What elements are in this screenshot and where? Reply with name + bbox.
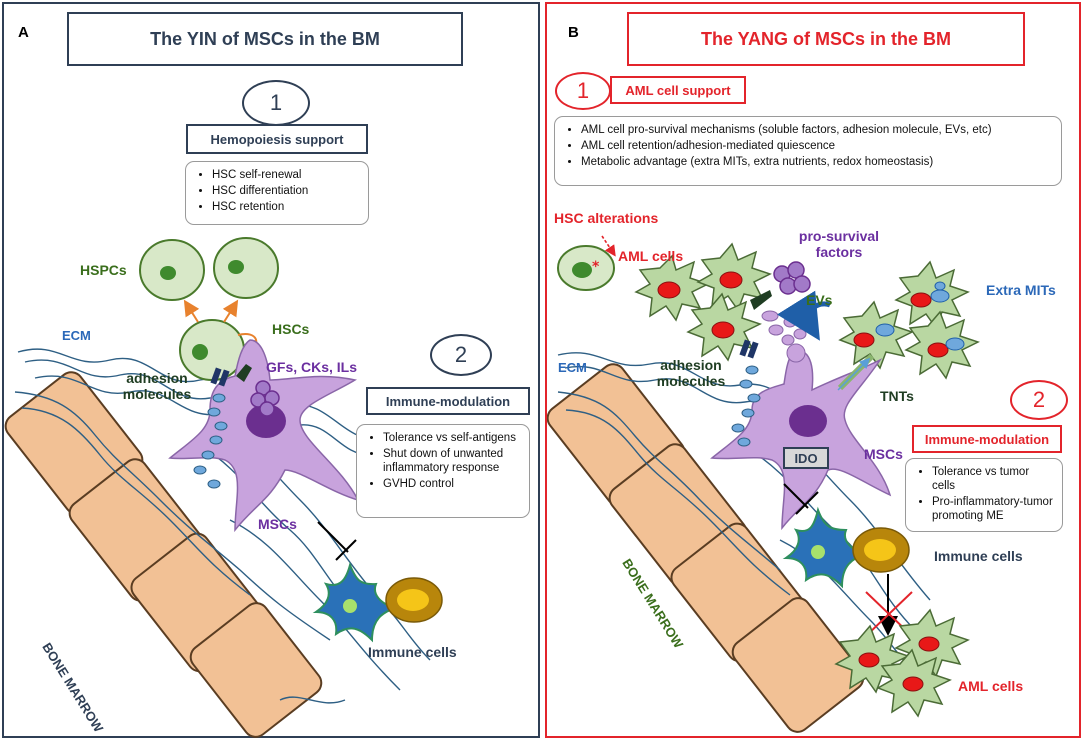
msc-cell-b [710,343,892,531]
list-item: AML cell pro-survival mechanisms (solubl… [581,123,1053,137]
list-item: HSC differentiation [212,184,360,198]
inhibition-symbol-b [783,483,819,515]
bone-block [189,602,323,738]
adhesion-molecules-a [193,364,280,489]
panel-b-title: The YANG of MSCs in the BM [627,12,1025,66]
ev-transfer-arrow [777,290,831,341]
label-immune-cells-a: Immune cells [368,644,457,660]
label-pro-survival: pro-survival factors [798,228,880,260]
receptor-b [750,290,772,310]
aml-nuclei-top [657,271,743,339]
list-item: GVHD control [383,477,521,491]
panel-a-letter: A [18,24,29,41]
list-item: Tolerance vs tumor cells [932,465,1054,493]
tnt-arrow [837,357,871,391]
list-item: HSC self-renewal [212,168,360,182]
hsc-cell [179,319,245,381]
adhesion-molecules-b [731,339,761,447]
panel-b-letter: B [568,24,579,41]
label-hsc-alterations: HSC alterations [554,210,659,226]
panel-b-section2-heading: Immune-modulation [912,425,1062,453]
pro-survival-factor-particles [773,261,811,295]
panel-b-section2-list: Tolerance vs tumor cells Pro-inflammator… [905,458,1063,532]
panel-b-section1-heading: AML cell support [610,76,746,104]
panel-a-section1-list: HSC self-renewal HSC differentiation HSC… [185,161,369,225]
panel-a-section2-number: 2 [430,334,492,376]
bone-blocks-a [4,371,323,738]
panel-a-section1-heading: Hemopoiesis support [186,124,368,154]
aml-nuclei-mits [853,292,949,358]
list-item: Shut down of unwanted inflammatory respo… [383,447,521,475]
label-extra-mits: Extra MITs [986,282,1056,298]
label-tnts: TNTs [880,388,914,404]
label-mscs-a: MSCs [258,516,297,532]
list-item: HSC retention [212,200,360,214]
panel-a [2,2,540,738]
panel-a-title: The YIN of MSCs in the BM [67,12,463,66]
svg-text:*: * [592,259,600,275]
label-immune-cells-b: Immune cells [934,548,1023,564]
immune-cells-b [782,506,910,589]
list-item: AML cell retention/adhesion-mediated qui… [581,139,1053,153]
ido-badge: IDO [783,447,829,469]
panel-b-section2-number: 2 [1010,380,1068,420]
label-ecm-b: ECM [558,360,587,375]
bone-block [731,597,865,733]
altered-hsc-cell: * [557,245,615,291]
hsc-alteration-arrow [601,235,616,257]
panel-a-section1-number: 1 [242,80,310,126]
label-factors: GFs, CKs, ILs [266,359,358,375]
label-ecm-a: ECM [62,328,91,343]
label-evs: EVs [806,292,833,308]
label-adhesion-b: adhesion molecules [656,357,726,389]
immune-cells-a [312,561,443,643]
label-hspcs: HSPCs [80,262,127,278]
aml-nuclei-bottom [858,636,940,692]
panel-b-section1-list: AML cell pro-survival mechanisms (solubl… [554,116,1062,186]
mitochondria-icons [875,281,965,351]
panel-a-section2-list: Tolerance vs self-antigens Shut down of … [356,424,530,518]
msc-cell-a [168,339,360,533]
hspc-cells [139,237,279,301]
panel-a-section2-heading: Immune-modulation [366,387,530,415]
list-item: Pro-inflammatory-tumor promoting ME [932,495,1054,523]
list-item: Tolerance vs self-antigens [383,431,521,445]
inhibition-symbol-a [317,521,357,561]
label-adhesion-a: adhesion molecules [122,370,192,402]
label-aml-cells-bottom: AML cells [958,678,1024,694]
label-hscs: HSCs [272,321,310,337]
label-aml-cells-top: AML cells [618,248,684,264]
panel-b-section1-number: 1 [555,72,611,110]
label-mscs-b: MSCs [864,446,903,462]
list-item: Metabolic advantage (extra MITs, extra n… [581,155,1053,169]
bone-blocks-b [546,363,865,733]
panel-b [545,2,1081,738]
